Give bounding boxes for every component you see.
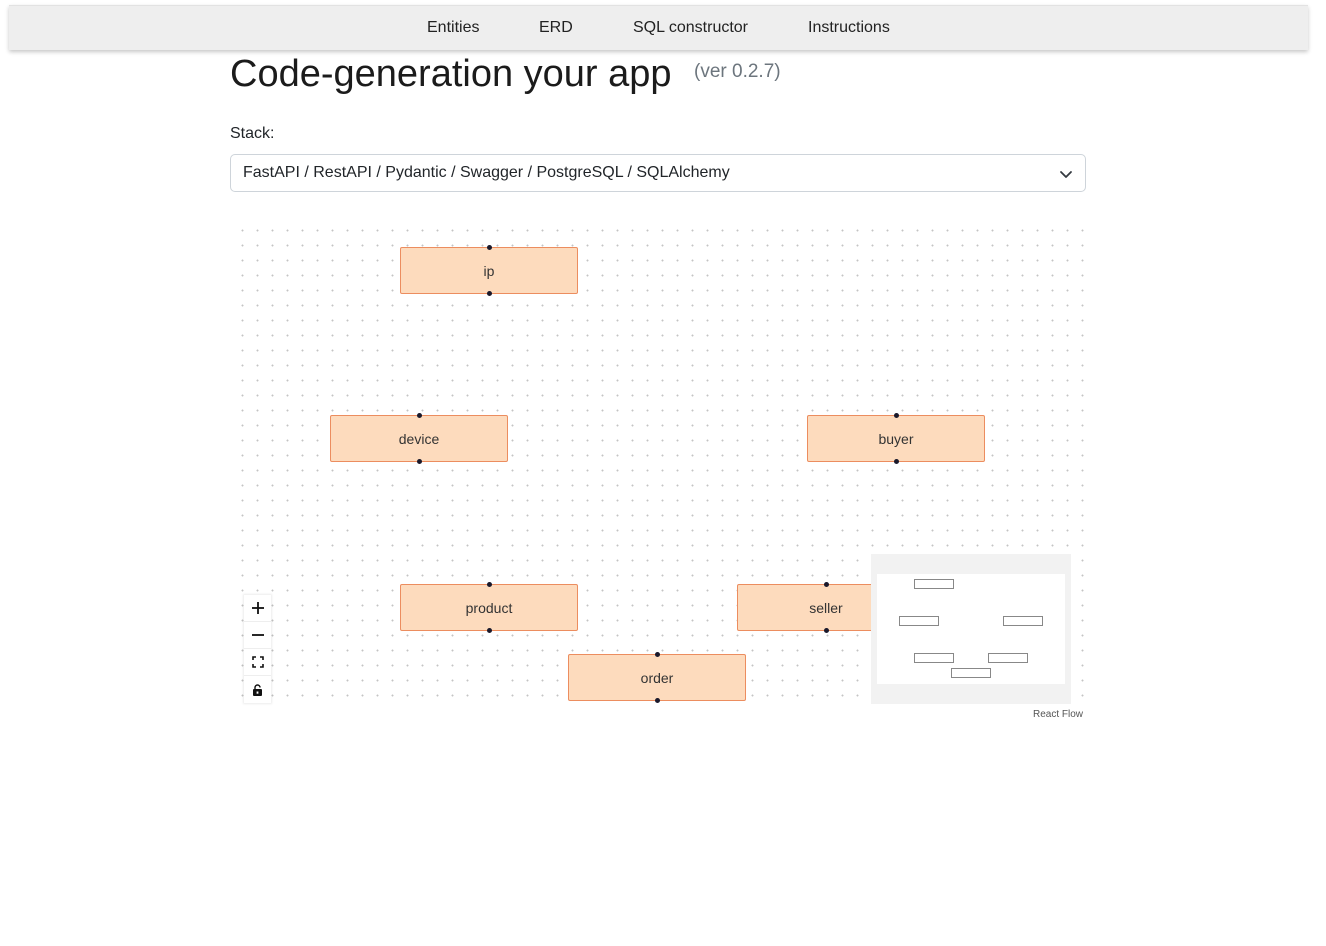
node-label: seller (809, 599, 843, 616)
lock-button[interactable] (244, 676, 271, 703)
minimap-node (1003, 616, 1043, 626)
minimap-node (914, 579, 954, 589)
react-flow-attribution[interactable]: React Flow (1033, 709, 1084, 720)
erd-node-buyer[interactable]: buyer (807, 413, 985, 464)
node-handle-bottom[interactable] (893, 459, 899, 464)
flow-controls (244, 595, 271, 703)
minimap-node (951, 668, 991, 678)
erd-node-product[interactable]: product (400, 582, 578, 633)
minimap-node (914, 653, 954, 663)
erd-node-ip[interactable]: ip (400, 245, 578, 296)
node-label: device (398, 430, 440, 447)
zoom-out-button[interactable] (244, 622, 271, 649)
node-handle-top[interactable] (654, 652, 660, 657)
lock-icon (253, 683, 262, 696)
top-navbar: Entities ERD SQL constructor Instruction… (9, 5, 1308, 50)
stack-label: Stack: (230, 125, 275, 142)
node-label: product (465, 599, 513, 616)
node-label: ip (483, 262, 495, 279)
node-handle-top[interactable] (486, 582, 492, 587)
minimap-node (899, 616, 939, 626)
minimap-node (988, 653, 1028, 663)
erd-node-order[interactable]: order (568, 652, 746, 703)
nav-sql-constructor[interactable]: SQL constructor (633, 19, 749, 36)
erd-canvas[interactable] (230, 218, 1086, 708)
nav-entities[interactable]: Entities (427, 19, 480, 36)
node-handle-bottom[interactable] (823, 628, 829, 633)
node-handle-bottom[interactable] (486, 291, 492, 296)
version-label: (ver 0.2.7) (694, 61, 781, 82)
nav-instructions[interactable]: Instructions (808, 19, 890, 36)
fit-view-button[interactable] (244, 649, 271, 676)
nav-erd[interactable]: ERD (539, 19, 573, 36)
minimap[interactable] (871, 554, 1071, 704)
stack-select-value: FastAPI / RestAPI / Pydantic / Swagger /… (243, 164, 730, 181)
zoom-in-button[interactable] (244, 595, 271, 622)
node-handle-bottom[interactable] (416, 459, 422, 464)
node-handle-top[interactable] (416, 413, 422, 418)
node-label: buyer (878, 430, 914, 447)
node-handle-top[interactable] (486, 245, 492, 250)
node-handle-bottom[interactable] (654, 698, 660, 703)
minus-icon (251, 634, 264, 636)
node-handle-bottom[interactable] (486, 628, 492, 633)
fit-view-icon (251, 656, 264, 668)
chevron-down-icon (1060, 171, 1072, 178)
node-handle-top[interactable] (893, 413, 899, 418)
stack-select[interactable]: FastAPI / RestAPI / Pydantic / Swagger /… (230, 154, 1086, 192)
erd-node-device[interactable]: device (330, 413, 508, 464)
node-label: order (640, 669, 674, 686)
minimap-viewport[interactable] (877, 574, 1065, 684)
page-title: Code-generation your app (230, 53, 672, 95)
node-handle-top[interactable] (823, 582, 829, 587)
plus-icon (251, 602, 264, 614)
